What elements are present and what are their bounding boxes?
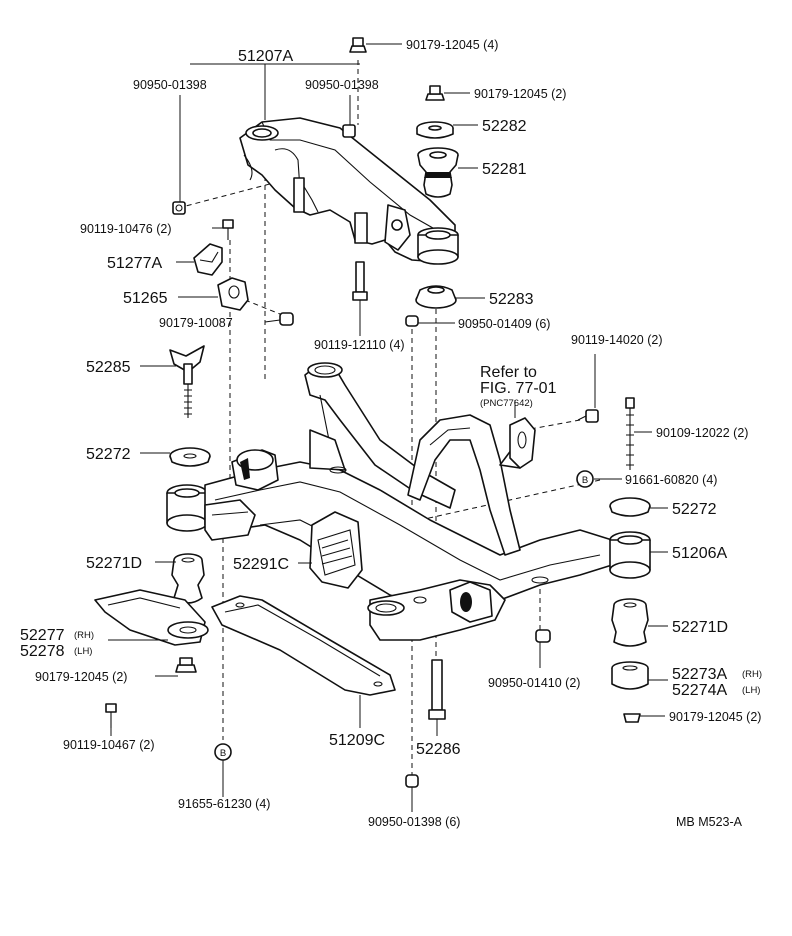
bushing-52271d-left — [171, 553, 205, 604]
nut-90179-12045-4 — [349, 37, 367, 53]
label-52271d-right: 52271D — [672, 619, 728, 636]
lower-brace-51209c — [211, 595, 396, 696]
nut-90950-01398-6 — [405, 774, 419, 788]
nut-90179-12045-2b — [175, 657, 197, 673]
nut-90179-10087 — [279, 312, 294, 326]
marker-b-left: B — [214, 743, 232, 761]
stopper-52285 — [169, 345, 205, 418]
label-90179-12045-4: 90179-12045 (4) — [406, 38, 498, 52]
label-90179-12045-2a: 90179-12045 (2) — [474, 87, 566, 101]
label-52278: 52278 — [20, 643, 65, 660]
nut-90950-01410 — [535, 629, 551, 643]
main-crossmember-51206a — [166, 362, 651, 641]
label-52282: 52282 — [482, 118, 527, 135]
label-91661-60820: 91661-60820 (4) — [625, 473, 717, 487]
marker-b-right-text: B — [582, 475, 588, 486]
bolt-90119-12110 — [352, 261, 368, 301]
label-90119-10467: 90119-10467 (2) — [63, 738, 155, 752]
label-90179-12045-2b: 90179-12045 (2) — [35, 670, 127, 684]
cushion-52272-left — [169, 447, 211, 467]
label-90179-10087: 90179-10087 — [159, 316, 233, 330]
label-pnc77642: (PNC77642) — [480, 398, 533, 409]
label-52291c: 52291C — [233, 556, 289, 573]
label-91655-61230: 91655-61230 (4) — [178, 797, 270, 811]
label-90950-01410: 90950-01410 (2) — [488, 676, 580, 690]
label-51206a: 51206A — [672, 545, 727, 562]
label-52274a: 52274A — [672, 682, 727, 699]
label-51207a: 51207A — [238, 48, 293, 65]
label-52272-left: 52272 — [86, 446, 131, 463]
label-52278-lh: (LH) — [74, 646, 92, 657]
mount-pnc77642 — [509, 417, 536, 469]
label-90950-01409: 90950-01409 (6) — [458, 317, 550, 331]
label-fig-77-01: FIG. 77-01 — [480, 380, 557, 397]
bushing-52281 — [417, 147, 459, 198]
leader-lines — [108, 43, 668, 812]
mount-52283 — [415, 285, 457, 309]
label-52273a: 52273A — [672, 666, 727, 683]
bolt-90119-14020 — [577, 409, 599, 423]
bolt-90109-12022 — [625, 397, 635, 470]
bracket-51265 — [217, 277, 249, 311]
upper-crossmember-51207a — [239, 117, 459, 265]
label-52271d-left: 52271D — [86, 555, 142, 572]
label-90119-10476: 90119-10476 (2) — [80, 222, 172, 236]
label-52286: 52286 — [416, 741, 461, 758]
bolt-90119-10467 — [105, 703, 117, 728]
label-52285: 52285 — [86, 359, 131, 376]
part-labels: 51207A 90950-01398 90950-01398 90179-120… — [20, 38, 762, 829]
cushion-52272-right — [609, 497, 651, 517]
label-90950-01398-left: 90950-01398 — [133, 78, 207, 92]
label-51209c: 51209C — [329, 732, 385, 749]
label-90950-01398-6: 90950-01398 (6) — [368, 815, 460, 829]
bracket-51277a — [193, 243, 223, 276]
bushing-52271d-right — [611, 598, 649, 647]
label-51277a: 51277A — [107, 255, 162, 272]
nut-90179-12045-2c — [623, 713, 641, 723]
plate-52277-52278 — [94, 589, 209, 646]
bolt-90119-10476 — [222, 219, 234, 240]
stopper-plate-52291c — [309, 511, 363, 589]
nut-90179-12045-2a — [425, 85, 445, 101]
label-52273a-rh: (RH) — [742, 669, 762, 680]
label-52281: 52281 — [482, 161, 527, 178]
nut-90950-01398-l — [172, 201, 186, 215]
nut-90950-01409 — [405, 315, 419, 327]
marker-b-left-text: B — [220, 748, 226, 759]
label-90950-01398-right: 90950-01398 — [305, 78, 379, 92]
cushion-52273a-52274a — [611, 661, 649, 690]
label-52277-rh: (RH) — [74, 630, 94, 641]
label-52274a-lh: (LH) — [742, 685, 760, 696]
label-90109-12022: 90109-12022 (2) — [656, 426, 748, 440]
label-52283: 52283 — [489, 291, 534, 308]
bolt-52286 — [428, 659, 446, 720]
nut-90950-01398-r — [342, 124, 356, 138]
label-90179-12045-2c: 90179-12045 (2) — [669, 710, 761, 724]
label-51265: 51265 — [123, 290, 168, 307]
label-52272-right: 52272 — [672, 501, 717, 518]
label-52277: 52277 — [20, 627, 65, 644]
label-refer-to: Refer to — [480, 364, 537, 381]
label-90119-12110: 90119-12110 (4) — [314, 338, 405, 352]
label-90119-14020: 90119-14020 (2) — [571, 333, 663, 347]
marker-b-right: B — [576, 470, 594, 488]
diagram-code: MB M523-A — [676, 815, 743, 829]
bushing-52282 — [416, 121, 454, 139]
